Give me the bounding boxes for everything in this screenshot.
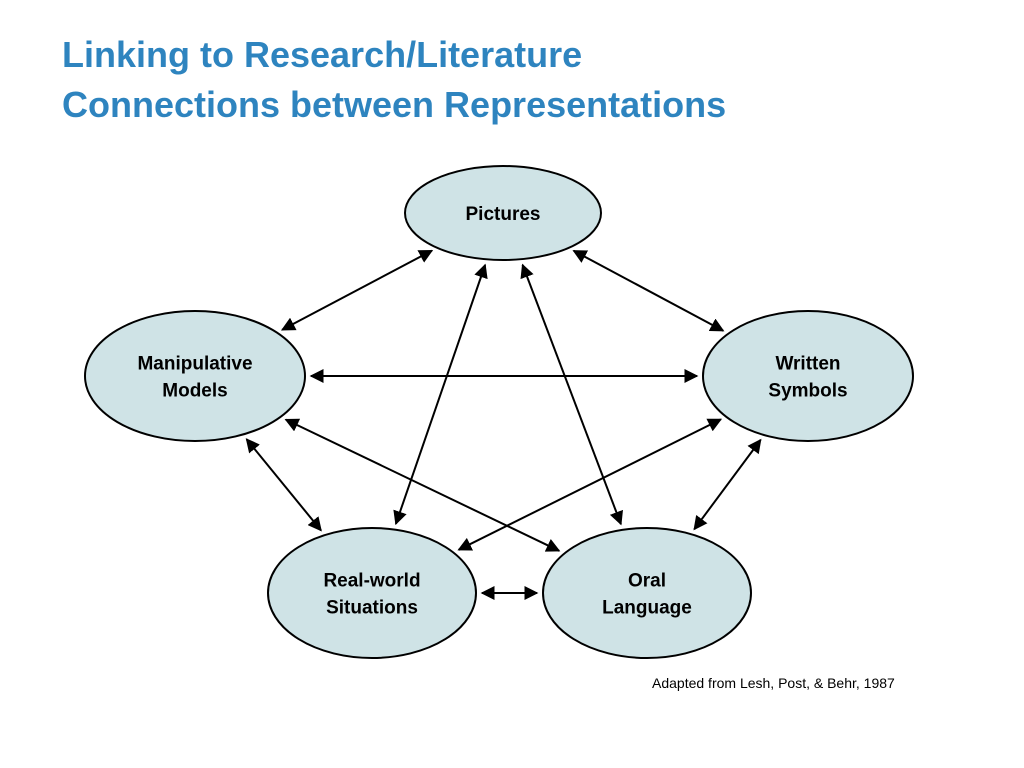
node-manipulative-label-2: Models xyxy=(162,381,227,402)
connector-pictures-realworld xyxy=(393,263,488,526)
connector-manipulative-oral xyxy=(284,418,561,552)
connector-written-oral xyxy=(693,438,762,531)
title-line-1: Linking to Research/Literature xyxy=(62,34,583,75)
node-oral-ellipse xyxy=(542,527,752,659)
node-manipulative-label-1: Manipulative xyxy=(137,354,252,375)
node-realworld-label-2: Situations xyxy=(326,598,418,619)
node-realworld-ellipse xyxy=(267,527,477,659)
node-pictures-ellipse xyxy=(404,165,602,261)
node-written-ellipse xyxy=(702,310,914,442)
source-caption: Adapted from Lesh, Post, & Behr, 1987 xyxy=(652,675,895,691)
title-line-2: Connections between Representations xyxy=(62,84,727,125)
node-oral-label-1: Oral xyxy=(628,571,666,592)
connector-pictures-written xyxy=(572,249,725,332)
node-oral-label-2: Language xyxy=(602,598,692,619)
connections-layer xyxy=(245,249,762,600)
node-realworld-label-1: Real-world xyxy=(323,571,420,592)
node-manipulative-ellipse xyxy=(84,310,306,442)
connector-pictures-oral xyxy=(520,263,623,526)
node-pictures: Pictures xyxy=(404,165,602,261)
node-written-label-2: Symbols xyxy=(768,381,847,402)
node-written-label-1: Written xyxy=(775,354,840,375)
slide-title: Linking to Research/Literature Connectio… xyxy=(62,30,726,130)
connector-written-realworld xyxy=(457,418,723,551)
node-pictures-label-1: Pictures xyxy=(466,204,541,225)
connector-manipulative-realworld xyxy=(245,438,322,532)
connector-pictures-manipulative xyxy=(280,249,434,331)
